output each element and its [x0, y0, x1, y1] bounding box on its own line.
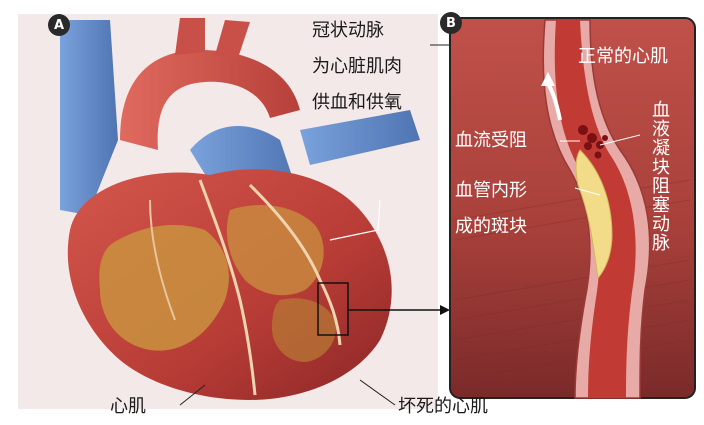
label-coronary-line2: 为心脏肌肉: [312, 58, 402, 76]
label-clot: 血液凝块阻塞动脉: [650, 100, 668, 285]
label-blocked-flow: 血流受阻: [455, 132, 527, 150]
label-coronary-line1: 冠状动脉: [312, 22, 384, 40]
label-plaque-line2: 成的斑块: [455, 218, 527, 236]
label-plaque-line1: 血管内形: [455, 182, 527, 200]
label-coronary-line3: 供血和供氧: [312, 94, 402, 112]
label-myocardium: 心肌: [110, 398, 146, 416]
label-normal-muscle: 正常的心肌: [578, 48, 668, 66]
panel-a-badge: A: [48, 14, 70, 36]
label-dead-muscle: 坏死的心肌: [398, 398, 488, 416]
panel-b-badge: B: [440, 12, 462, 34]
